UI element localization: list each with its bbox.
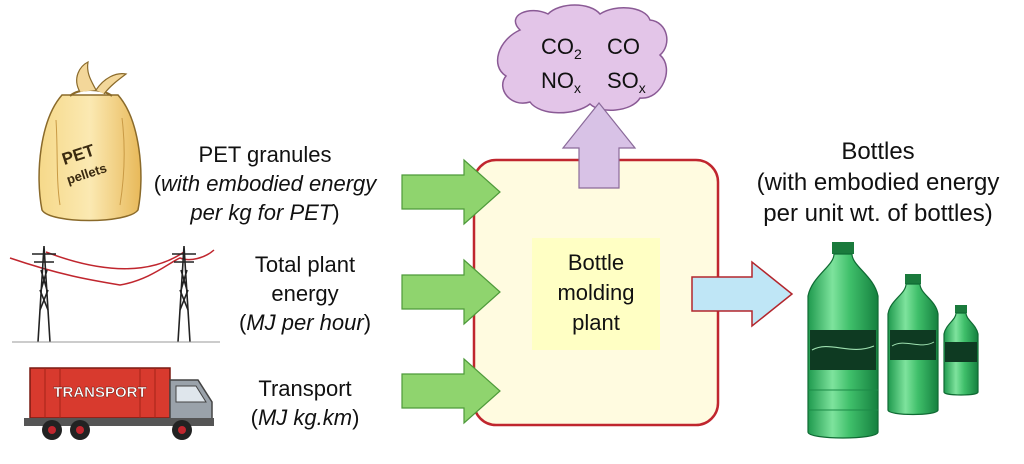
- output-label-line3: per unit wt. of bottles): [763, 200, 993, 227]
- bottles-illustration: [807, 242, 979, 439]
- output-arrow: [691, 260, 794, 328]
- pet-label-line1: PET granules: [198, 142, 332, 167]
- output-label-line1: Bottles: [841, 138, 915, 165]
- transport-input-arrow: [401, 357, 501, 425]
- pet-granules-label: PET granules (with embodied energy per k…: [140, 140, 390, 227]
- plant-label: Bottle molding plant: [532, 238, 660, 350]
- truck-label: TRANSPORT: [53, 384, 146, 401]
- energy-label-line2: energy: [271, 281, 339, 306]
- transport-label: Transport (MJ kg.km): [230, 374, 380, 432]
- energy-label-line1: Total plant: [254, 252, 356, 277]
- plant-label-line3: plant: [572, 310, 620, 335]
- emission-cloud: [496, 4, 668, 114]
- bottles-output-label: Bottles (with embodied energy per unit w…: [742, 136, 1014, 229]
- plant-energy-label: Total plant energy (MJ per hour): [225, 250, 385, 337]
- pet-input-arrow: [401, 158, 501, 226]
- transport-label-line1: Transport: [258, 376, 352, 401]
- energy-input-arrow: [401, 258, 501, 326]
- pet-label-line3: per kg for PET): [190, 200, 340, 225]
- large-bottle: [807, 242, 879, 439]
- pet-label-line2: (with embodied energy: [153, 171, 377, 196]
- plant-label-line1: Bottle: [567, 250, 625, 275]
- emission-co2: CO2: [541, 34, 582, 62]
- emission-arrow: [561, 102, 637, 189]
- emission-sox: SOx: [607, 68, 646, 96]
- small-bottle: [943, 305, 979, 396]
- pet-bag-illustration: PET pellets: [38, 60, 142, 222]
- plant-label-line2: molding: [557, 280, 635, 305]
- emission-nox: NOx: [541, 68, 581, 96]
- truck-illustration: TRANSPORT: [24, 367, 214, 440]
- emission-co: CO: [607, 34, 640, 59]
- power-tower-illustration: [9, 245, 220, 343]
- output-label-line2: (with embodied energy: [756, 169, 1000, 196]
- transport-label-line2: (MJ kg.km): [250, 405, 360, 430]
- energy-label-line3: (MJ per hour): [238, 310, 372, 335]
- medium-bottle: [887, 274, 939, 416]
